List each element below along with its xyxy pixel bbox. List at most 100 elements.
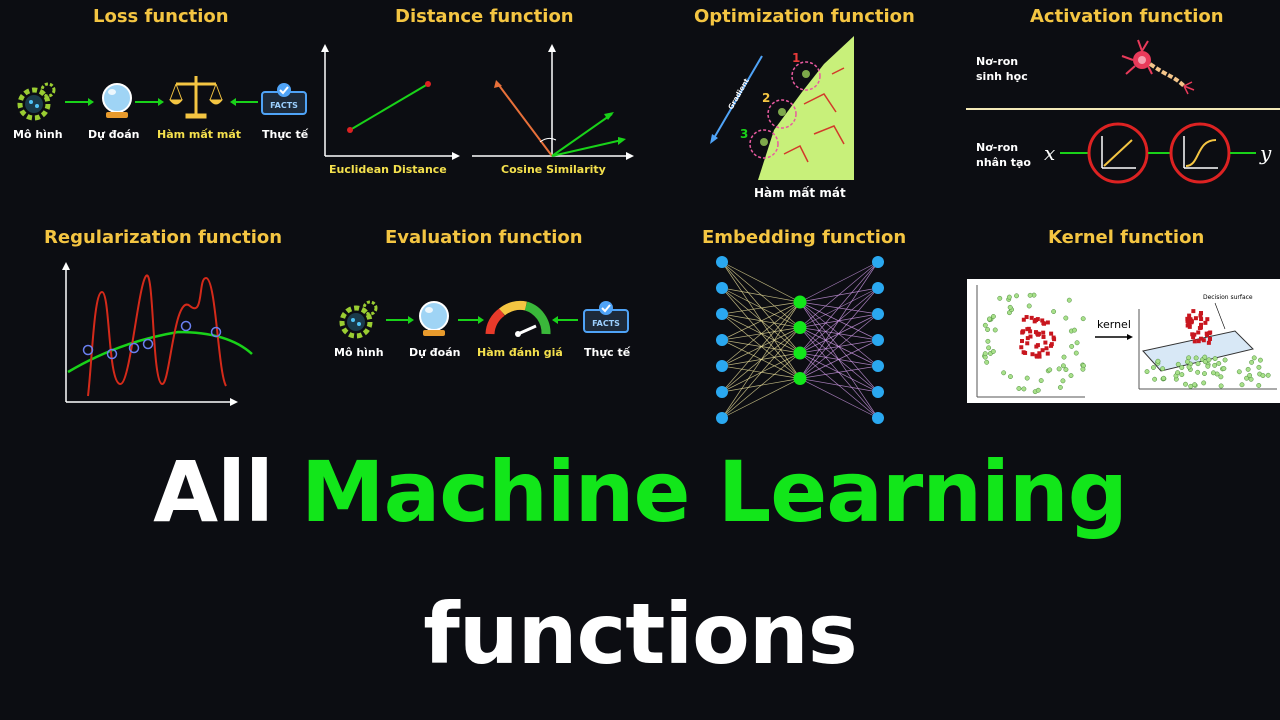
euclidean-label: Euclidean Distance xyxy=(329,163,447,176)
class-a-point xyxy=(1024,375,1030,381)
class-a-point xyxy=(1080,366,1086,372)
class-b-point xyxy=(1207,336,1212,341)
class-a-point xyxy=(1006,294,1012,300)
class-a-point xyxy=(1016,386,1022,391)
output-node xyxy=(872,282,884,294)
input-node xyxy=(716,386,728,398)
facts-badge-icon: FACTS xyxy=(261,83,307,115)
class-a-point xyxy=(1206,357,1212,363)
class-a-point xyxy=(1060,378,1066,384)
class-a-point xyxy=(1256,382,1262,388)
loss-label-facts: Thực tế xyxy=(262,128,309,141)
decision-surface-label: Decision surface xyxy=(1203,294,1253,301)
class-b-point xyxy=(1185,316,1190,321)
class-b-point xyxy=(1033,318,1038,323)
class-a-point xyxy=(1251,355,1257,361)
optimization-diagram: Gradient 1 2 3 xyxy=(710,36,854,180)
class-b-point xyxy=(1028,334,1033,339)
class-b-point xyxy=(1035,343,1040,348)
cosine-label: Cosine Similarity xyxy=(501,163,606,176)
activation-divider xyxy=(966,108,1280,110)
class-b-point xyxy=(1025,327,1030,332)
class-a-point xyxy=(1060,363,1066,369)
class-a-point xyxy=(1057,384,1063,390)
class-a-point xyxy=(1193,355,1199,361)
embedding-node xyxy=(793,372,807,385)
x-symbol: x xyxy=(1044,141,1055,165)
class-a-point xyxy=(1183,381,1188,387)
input-node xyxy=(716,360,728,372)
class-a-point xyxy=(997,295,1003,301)
network-edge xyxy=(799,261,879,328)
distance-function-title: Distance function xyxy=(395,6,574,27)
class-b-point xyxy=(1196,330,1201,335)
class-a-point xyxy=(1155,358,1161,364)
kernel-function-title: Kernel function xyxy=(1048,227,1205,248)
network-edge xyxy=(799,365,879,379)
class-a-point xyxy=(1212,362,1218,368)
eval-label-predict: Dự đoán xyxy=(409,346,461,359)
input-node xyxy=(716,334,728,346)
neuron-icon xyxy=(1121,39,1195,95)
class-a-point xyxy=(982,322,988,328)
class-a-point xyxy=(1063,367,1069,373)
network-edge xyxy=(721,301,801,419)
class-b-point xyxy=(1021,317,1026,322)
gauge-icon xyxy=(485,300,551,337)
class-a-point xyxy=(1068,373,1074,379)
class-b-point xyxy=(1198,325,1203,330)
class-a-point xyxy=(1212,356,1218,362)
artificial-neuron-label: Nơ-ron nhân tạo xyxy=(976,141,1031,169)
embedding-network-diagram xyxy=(716,256,884,424)
network-edge xyxy=(721,261,801,303)
class-a-point xyxy=(1069,343,1075,349)
optimization-caption: Hàm mất mát xyxy=(754,186,846,200)
class-a-point xyxy=(1007,374,1013,380)
class-a-point xyxy=(1072,327,1077,333)
class-b-point xyxy=(1201,338,1206,343)
class-a-point xyxy=(1221,366,1227,371)
network-edge xyxy=(721,327,801,419)
evaluation-diagram: FACTS xyxy=(339,300,629,339)
input-node xyxy=(716,282,728,294)
output-node xyxy=(872,386,884,398)
output-node xyxy=(872,360,884,372)
class-b-point xyxy=(1049,331,1054,336)
class-a-point xyxy=(1202,354,1208,360)
gradient-label: Gradient xyxy=(727,77,751,111)
class-a-point xyxy=(1014,293,1019,299)
class-a-point xyxy=(1245,366,1251,372)
step-1: 1 xyxy=(792,51,800,65)
network-edge xyxy=(799,378,879,393)
class-b-point xyxy=(1033,330,1038,335)
class-a-point xyxy=(1179,372,1185,378)
loss-function-diagram: FACTS xyxy=(17,76,307,121)
network-edge xyxy=(799,287,879,379)
class-b-point xyxy=(1187,324,1192,329)
class-a-point xyxy=(1175,370,1181,376)
class-b-point xyxy=(1198,336,1203,341)
network-edge xyxy=(799,261,879,303)
class-a-point xyxy=(1222,357,1228,363)
step-3: 3 xyxy=(740,127,748,141)
model-gear-icon xyxy=(339,300,378,339)
class-a-point xyxy=(982,351,988,357)
class-a-point xyxy=(986,316,992,322)
network-edge xyxy=(721,301,801,341)
class-b-point xyxy=(1191,335,1196,340)
class-b-point xyxy=(1203,320,1208,325)
class-a-point xyxy=(1021,386,1027,392)
class-a-point xyxy=(1201,380,1207,386)
class-a-point xyxy=(984,359,990,365)
class-a-point xyxy=(1073,350,1079,356)
class-b-point xyxy=(1206,340,1211,345)
distance-diagram xyxy=(321,44,634,160)
class-b-point xyxy=(1043,340,1048,345)
network-edge xyxy=(799,378,879,419)
class-b-point xyxy=(1199,317,1204,322)
bio-neuron-label: Nơ-ron sinh học xyxy=(976,55,1028,83)
loss-label-model: Mô hình xyxy=(13,128,63,141)
regularization-diagram xyxy=(62,262,253,406)
input-node xyxy=(716,412,728,424)
class-a-point xyxy=(1160,366,1166,372)
